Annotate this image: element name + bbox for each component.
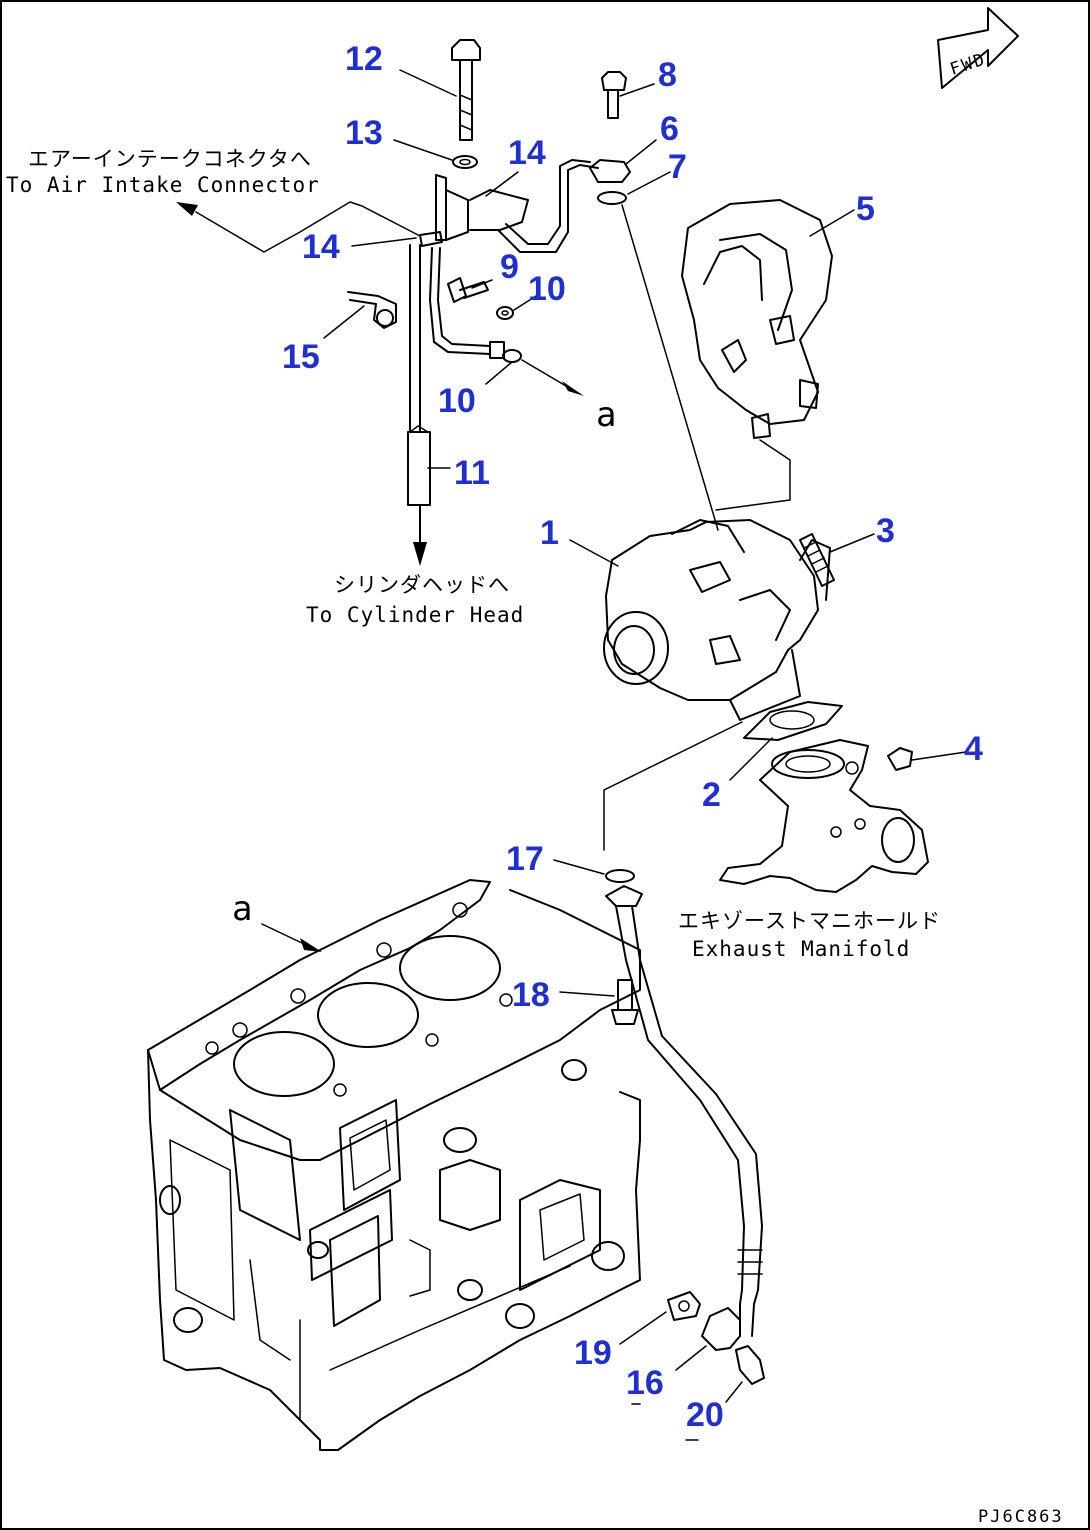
exhaust-manifold-label-en: Exhaust Manifold	[692, 937, 910, 961]
stud-3	[799, 533, 835, 587]
callout-11: 11	[454, 454, 490, 492]
callout-10-upper: 10	[528, 270, 566, 308]
reference-letter-a: a	[596, 395, 616, 435]
destination-labels: エアーインテークコネクタへ To Air Intake Connector シリ…	[6, 147, 1064, 1527]
callout-1: 1	[540, 514, 559, 552]
reference-letter-a-block: a	[232, 889, 252, 929]
bolt-9	[447, 277, 489, 303]
bolt-8	[601, 71, 627, 119]
callout-9: 9	[500, 248, 519, 286]
air-intake-label-jp: エアーインテークコネクタへ	[28, 147, 312, 171]
callout-8: 8	[658, 56, 677, 94]
gasket-19	[667, 1291, 701, 1321]
exhaust-manifold-label-jp: エキゾーストマニホールド	[678, 909, 941, 933]
air-intake-leader	[176, 201, 421, 253]
callout-18: 18	[512, 976, 550, 1014]
cylinder-block	[147, 879, 641, 1451]
fwd-arrow-icon: FWD	[937, 7, 1019, 89]
callout-5: 5	[856, 190, 875, 228]
callout-20: 20	[686, 1396, 724, 1434]
assembly-leader-17	[603, 721, 743, 851]
callout-leaders	[323, 69, 967, 1441]
callout-3: 3	[876, 512, 895, 550]
reference-arrow-a-block	[261, 923, 322, 952]
bolt-4	[887, 747, 913, 771]
callout-17: 17	[506, 840, 544, 878]
bolt-20	[735, 1345, 765, 1385]
callout-6: 6	[660, 110, 679, 148]
callout-numbers: 12 13 14 14 15 9 10 10 11 8 6 7 5 1 3 4 …	[282, 40, 983, 1434]
cylinder-head-label-en: To Cylinder Head	[306, 603, 524, 627]
callout-12: 12	[345, 40, 383, 78]
exhaust-manifold	[719, 739, 929, 893]
cover-5	[681, 199, 833, 511]
fwd-label: FWD	[948, 50, 989, 80]
callout-16: 16	[626, 1364, 664, 1402]
bolt-12	[451, 39, 481, 141]
cylinder-head-label-jp: シリンダヘッドへ	[334, 573, 510, 597]
callout-13: 13	[345, 114, 383, 152]
callout-10-lower: 10	[438, 382, 476, 420]
callout-2: 2	[702, 776, 721, 814]
assembly-leader-7	[621, 204, 719, 531]
washer-13	[452, 155, 478, 169]
gasket-2	[743, 701, 843, 741]
callout-19: 19	[574, 1334, 612, 1372]
callout-4: 4	[964, 730, 983, 768]
callout-7: 7	[668, 148, 687, 186]
turbocharger-1	[603, 519, 831, 721]
callout-15: 15	[282, 338, 320, 376]
joint-6	[589, 159, 631, 183]
gasket-7	[597, 191, 627, 205]
drain-tube-16	[605, 885, 763, 1351]
callout-14-left: 14	[302, 228, 340, 266]
callout-14-top: 14	[508, 134, 546, 172]
air-intake-label-en: To Air Intake Connector	[6, 173, 320, 197]
tube-11	[407, 244, 431, 566]
reference-arrow-a	[521, 359, 584, 396]
gasket-17	[605, 869, 635, 883]
connector-15	[347, 291, 397, 329]
gasket-10	[496, 306, 514, 320]
drawing-code: PJ6C863	[978, 1507, 1064, 1527]
